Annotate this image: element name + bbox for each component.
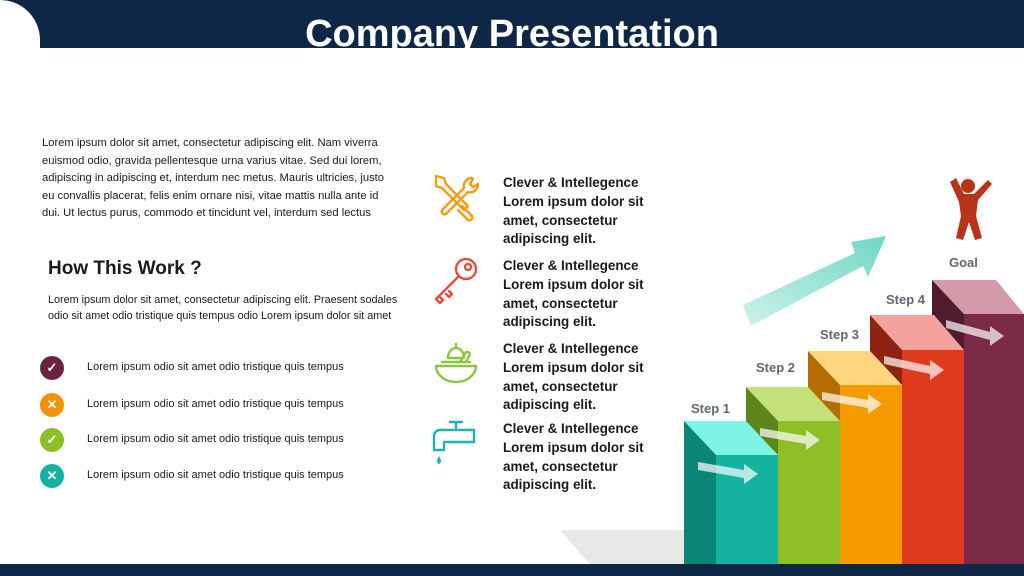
upward-arrow: [743, 236, 886, 326]
checklist-item: ✓ Lorem ipsum odio sit amet odio tristiq…: [40, 356, 460, 380]
juicer-icon: [434, 342, 478, 384]
checklist-label: Lorem ipsum odio sit amet odio tristique…: [87, 398, 344, 410]
cross-icon: ✕: [40, 464, 64, 488]
step3-label: Step 3: [820, 327, 859, 342]
cross-icon: ✕: [40, 393, 64, 417]
goal-person-icon: [950, 178, 992, 240]
how-paragraph: Lorem ipsum dolor sit amet, consectetur …: [48, 294, 398, 322]
feature-body: Lorem ipsum dolor sit amet, consectetur …: [503, 439, 644, 493]
step1-block: [684, 421, 778, 564]
feature-item: Clever & Intellegence Lorem ipsum dolor …: [430, 338, 660, 418]
step1-label: Step 1: [691, 401, 730, 416]
feature-title: Clever & Intellegence: [503, 175, 639, 190]
feature-item: Clever & Intellegence Lorem ipsum dolor …: [430, 172, 660, 252]
key-icon: [434, 257, 478, 305]
checklist-label: Lorem ipsum odio sit amet odio tristique…: [87, 469, 344, 481]
tools-icon: [434, 174, 480, 222]
footer-bar: [0, 564, 1024, 576]
checklist-label: Lorem ipsum odio sit amet odio tristique…: [87, 433, 344, 445]
staircase-illustration: Step 1 Step 2 Step 3 Step 4 Goal: [560, 178, 1024, 564]
checklist-item: ✕ Lorem ipsum odio sit amet odio tristiq…: [40, 393, 460, 417]
feature-body: Lorem ipsum dolor sit amet, consectetur …: [503, 359, 644, 413]
step4-label: Step 4: [886, 292, 926, 307]
floor-shadow: [560, 530, 718, 564]
feature-title: Clever & Intellegence: [503, 258, 639, 273]
checklist-item: ✓ Lorem ipsum odio sit amet odio tristiq…: [40, 428, 460, 452]
intro-paragraph: Lorem ipsum dolor sit amet, consectetur …: [42, 137, 384, 220]
check-icon: ✓: [40, 428, 64, 452]
step2-label: Step 2: [756, 360, 795, 375]
feature-title: Clever & Intellegence: [503, 341, 639, 356]
feature-item: Clever & Intellegence Lorem ipsum dolor …: [430, 255, 660, 335]
checklist-item: ✕ Lorem ipsum odio sit amet odio tristiq…: [40, 464, 460, 488]
feature-title: Clever & Intellegence: [503, 421, 639, 436]
goal-label: Goal: [949, 255, 978, 270]
check-icon: ✓: [40, 356, 64, 380]
feature-body: Lorem ipsum dolor sit amet, consectetur …: [503, 276, 644, 330]
how-heading: How This Work ?: [48, 258, 202, 279]
feature-body: Lorem ipsum dolor sit amet, consectetur …: [503, 193, 644, 247]
header-bar: [0, 0, 1024, 48]
feature-item: Clever & Intellegence Lorem ipsum dolor …: [430, 418, 660, 498]
page-title: Company Presentation: [305, 13, 719, 48]
checklist-label: Lorem ipsum odio sit amet odio tristique…: [87, 361, 344, 373]
faucet-icon: [432, 420, 476, 464]
